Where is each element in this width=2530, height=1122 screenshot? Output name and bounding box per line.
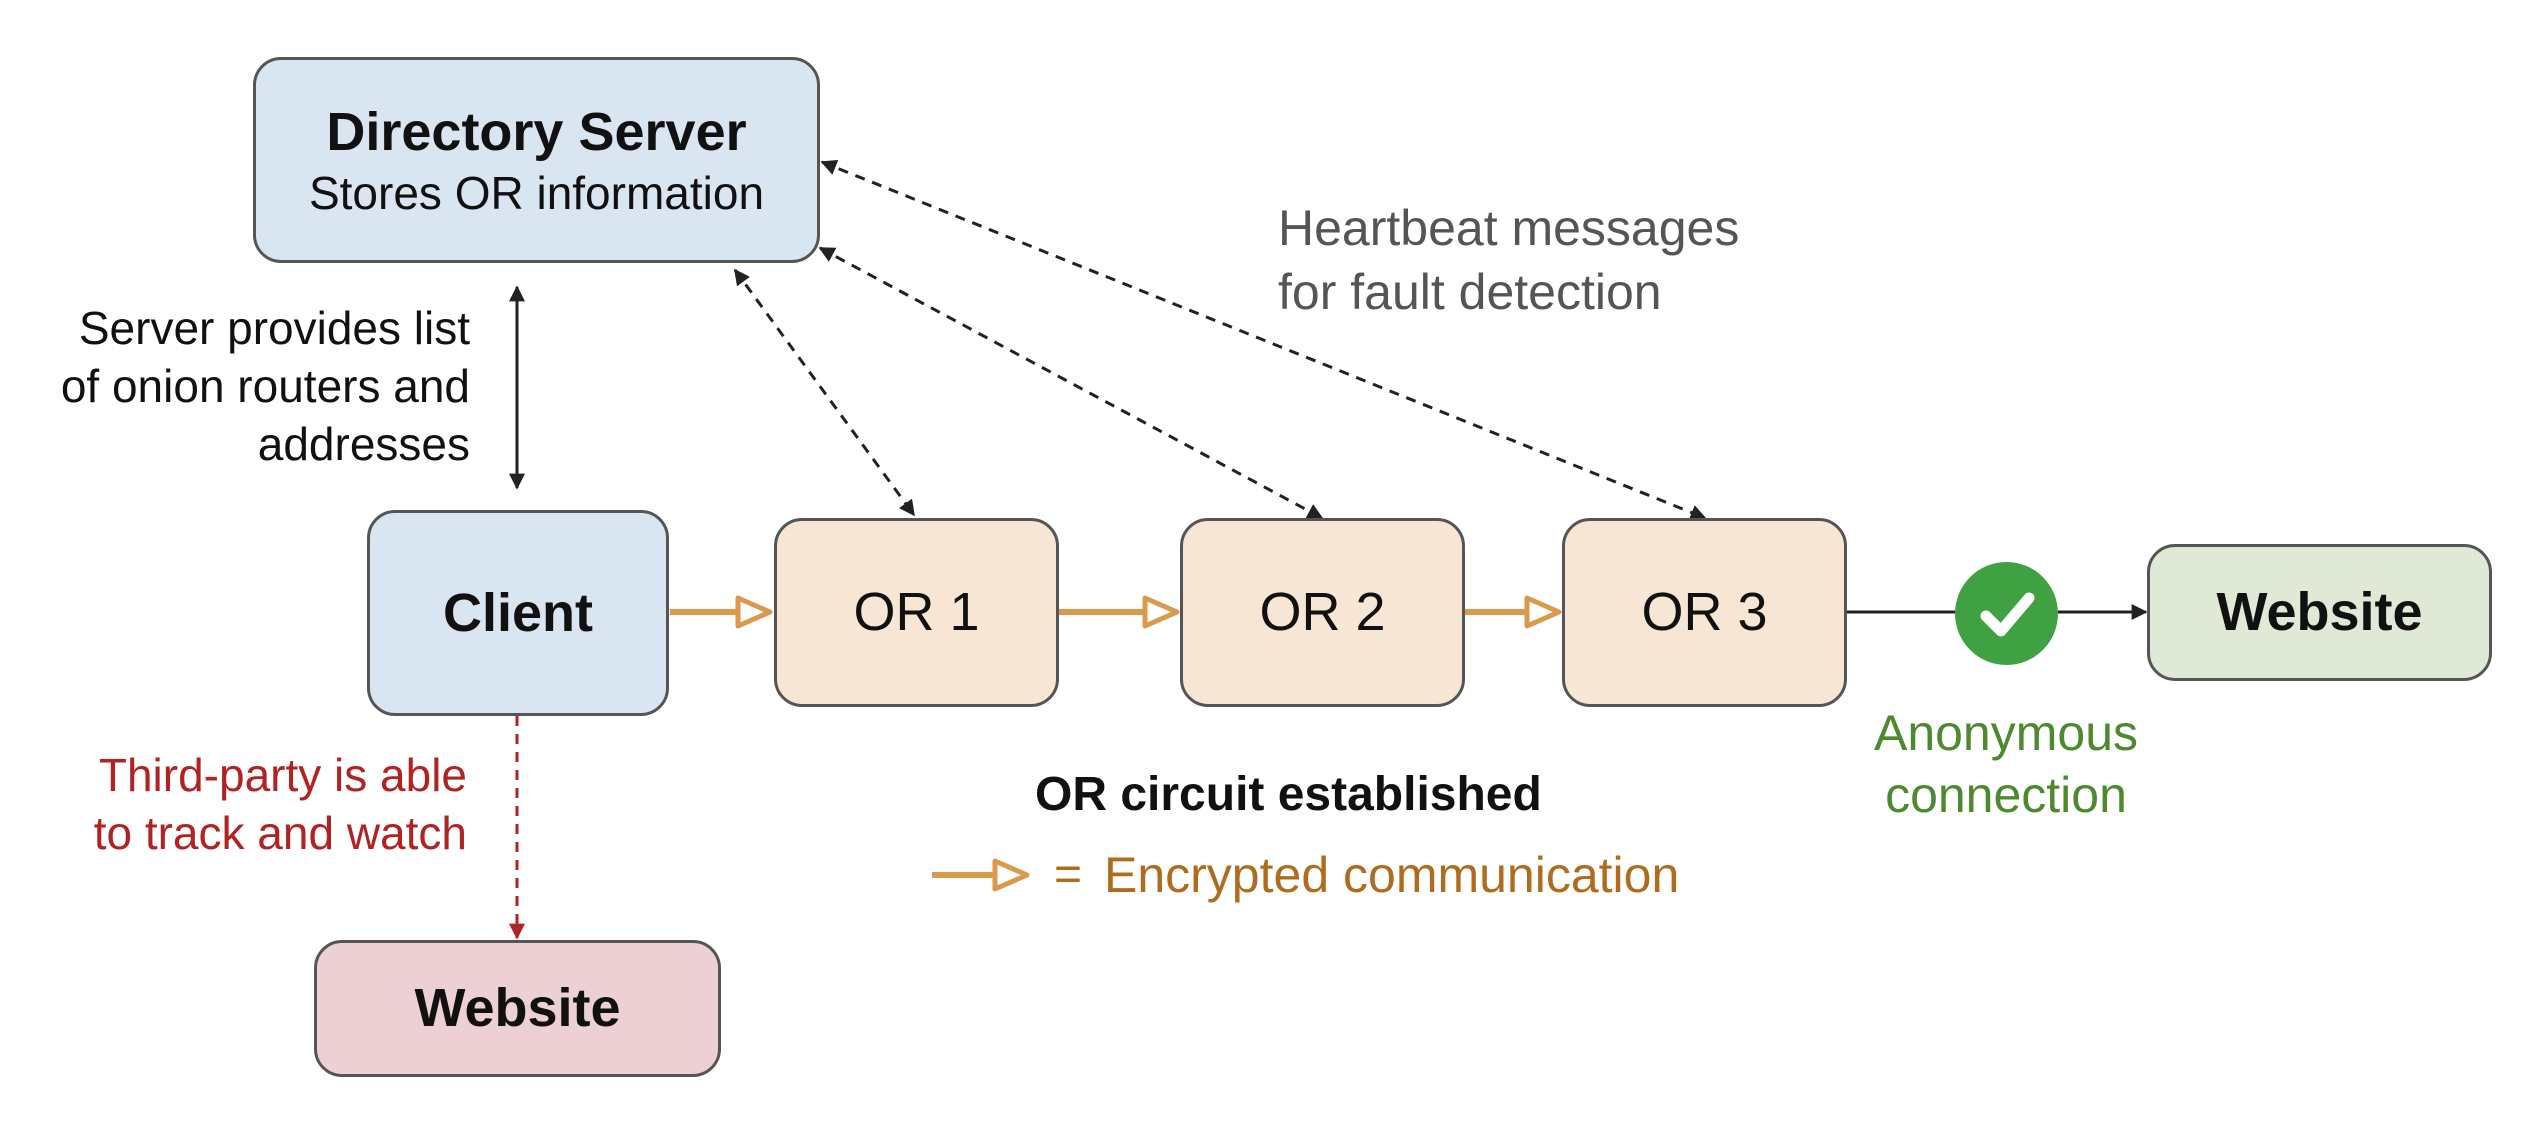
heartbeat-arrow-or3 [820,159,1707,521]
third-party-line-2: to track and watch [93,807,467,859]
anonymous-connection-label: Anonymous connection [1866,702,2146,826]
server-provides-line-1: Server provides list [78,302,470,354]
server-provides-line-2: of onion routers and [60,360,470,412]
third-party-line-1: Third-party is able [98,749,467,801]
heartbeat-line-1: Heartbeat messages [1278,200,1740,256]
or1-label: OR 1 [853,582,980,643]
or1-box: OR 1 [774,518,1059,707]
check-mark-icon [1980,592,2034,636]
check-circle-icon [1955,562,2058,665]
encrypted-arrow-or2-or3 [1464,595,1562,629]
directory-server-subtitle: Stores OR information [308,166,765,219]
legend-encrypted-text: Encrypted communication [1104,847,1680,903]
or3-box: OR 3 [1562,518,1847,707]
website-right-label: Website [2216,582,2423,643]
third-party-label: Third-party is able to track and watch [94,746,467,862]
heartbeat-line-2: for fault detection [1278,264,1662,320]
heartbeat-label: Heartbeat messages for fault detection [1278,196,1739,324]
anonymous-line-1: Anonymous [1873,705,2139,761]
anonymous-line-2: connection [1885,767,2127,823]
directory-server-title: Directory Server [326,101,747,162]
legend-equals: = [1054,848,1083,901]
legend-encrypted-arrow [932,858,1030,892]
client-box: Client [367,510,669,716]
heartbeat-arrow-or2 [818,246,1324,520]
encrypted-arrow-or1-or2 [1058,595,1180,629]
heartbeat-arrow-or1 [733,268,916,517]
or2-label: OR 2 [1259,582,1386,643]
server-provides-line-3: addresses [257,418,470,470]
website-right-box: Website [2147,544,2492,681]
encrypted-arrow-client-or1 [670,595,773,629]
website-bottom-label: Website [414,978,621,1039]
client-label: Client [442,582,593,643]
or3-label: OR 3 [1641,582,1768,643]
website-bottom-box: Website [314,940,721,1077]
or2-box: OR 2 [1180,518,1465,707]
directory-server-box: Directory Server Stores OR information [253,57,820,263]
circuit-established-label: OR circuit established [1035,768,1542,821]
server-provides-label: Server provides list of onion routers an… [61,299,470,473]
